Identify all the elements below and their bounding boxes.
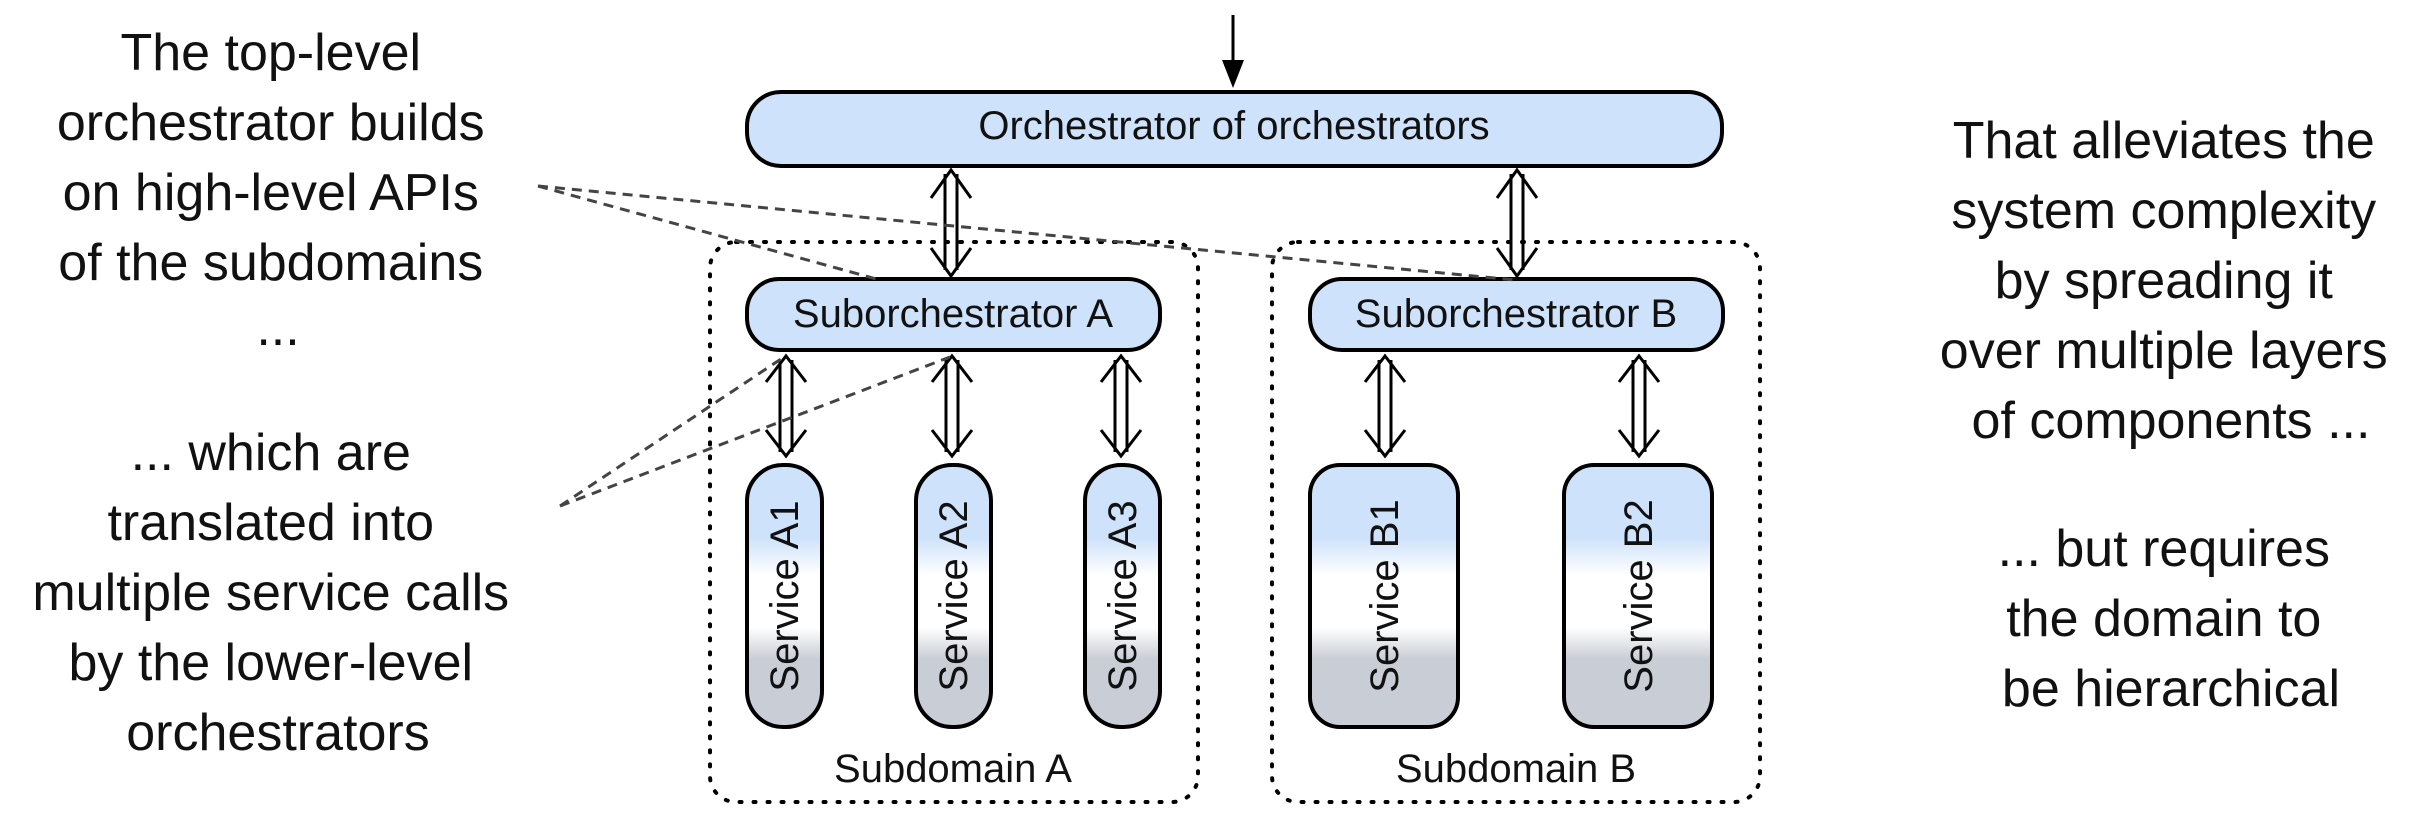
left-note-bottom: ... which are translated into multiple s… (32, 424, 523, 762)
double-arrow-orch-to-sub-a (929, 167, 973, 279)
right-note-top-line: by spreading it (1995, 252, 2334, 310)
service-b2-label: Service B2 (1617, 499, 1661, 692)
right-note-bottom-line: the domain to (2006, 590, 2321, 648)
left-note-bottom-line: orchestrators (126, 704, 429, 762)
service-b2-box[interactable] (1562, 463, 1714, 729)
annotation-lines (537, 184, 1516, 508)
double-arrow-sub-b-to-b2 (1617, 353, 1661, 459)
subdomain-b-container (1270, 240, 1762, 804)
left-note-top-line: orchestrator builds (57, 94, 485, 152)
double-arrow-sub-a-to-a3 (1099, 353, 1143, 459)
right-note-top-line: system complexity (1951, 182, 2376, 240)
double-arrow-sub-a-to-a1 (764, 353, 808, 459)
left-note-top-line: ... (256, 299, 299, 357)
right-note-top-line: of components ... (1972, 392, 2371, 450)
left-note-top: The top-level orchestrator builds on hig… (57, 24, 499, 357)
suborchestrator-a-box[interactable] (745, 277, 1162, 352)
right-note-top: That alleviates the system complexity by… (1940, 112, 2402, 450)
suborchestrator-b-label: Suborchestrator B (1355, 292, 1677, 336)
service-a2-label: Service A2 (932, 500, 976, 691)
incoming-arrow-head (1222, 60, 1244, 88)
service-b1-label: Service B1 (1363, 499, 1407, 692)
orchestrator-label: Orchestrator of orchestrators (978, 104, 1489, 148)
left-note-bottom-line: multiple service calls (32, 564, 509, 622)
subdomain-b-label: Subdomain B (1396, 747, 1636, 791)
double-arrow-sub-b-to-b1 (1363, 353, 1407, 459)
service-a3-box[interactable] (1083, 463, 1162, 729)
right-note-top-line: That alleviates the (1953, 112, 2375, 170)
right-note-bottom: ... but requires the domain to be hierar… (1998, 520, 2345, 718)
left-note-top-line: on high-level APIs (63, 164, 479, 222)
orchestrator-box[interactable] (745, 90, 1724, 168)
service-a2-box[interactable] (914, 463, 993, 729)
right-note-bottom-line: ... but requires (1998, 520, 2330, 578)
subdomain-a-container (708, 240, 1200, 804)
left-note-bottom-line: ... which are (131, 424, 411, 482)
left-note-bottom-line: by the lower-level (68, 634, 473, 692)
suborchestrator-b-box[interactable] (1308, 277, 1725, 352)
right-note-bottom-line: be hierarchical (2002, 660, 2340, 718)
right-note-top-line: over multiple layers (1940, 322, 2388, 380)
service-a1-label: Service A1 (763, 500, 807, 691)
double-arrow-orch-to-sub-b (1495, 167, 1539, 279)
left-note-top-line: of the subdomains (58, 234, 483, 292)
suborchestrator-a-label: Suborchestrator A (793, 292, 1113, 336)
left-note-bottom-line: translated into (107, 494, 434, 552)
double-arrow-sub-a-to-a2 (930, 353, 974, 459)
subdomain-a-label: Subdomain A (834, 747, 1072, 791)
service-a1-box[interactable] (745, 463, 824, 729)
service-b1-box[interactable] (1308, 463, 1460, 729)
service-a3-label: Service A3 (1101, 500, 1145, 691)
left-note-top-line: The top-level (120, 24, 421, 82)
